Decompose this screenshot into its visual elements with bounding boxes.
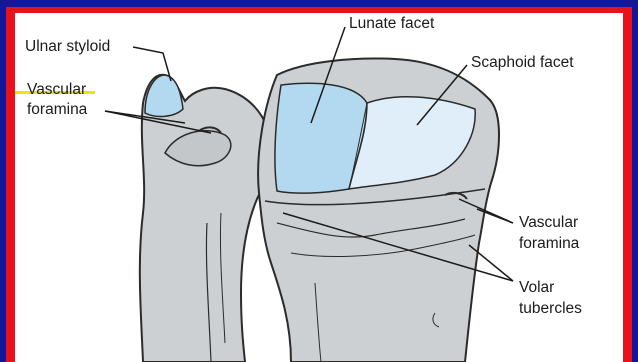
label-scaphoid-facet: Scaphoid facet (471, 53, 574, 72)
diagram-canvas: Ulnar styloid Vascular foramina Lunate f… (15, 13, 623, 362)
label-volar-1: Volar (519, 278, 554, 297)
label-lunate-facet: Lunate facet (349, 14, 434, 33)
label-volar-2: tubercles (519, 299, 582, 318)
label-vascular-right-2: foramina (519, 234, 579, 253)
ulna-bone (140, 75, 271, 362)
label-vascular-right-1: Vascular (519, 213, 578, 232)
label-vascular-left-1: Vascular (27, 80, 86, 99)
label-ulnar-styloid: Ulnar styloid (25, 37, 110, 56)
label-vascular-left-2: foramina (27, 100, 87, 119)
